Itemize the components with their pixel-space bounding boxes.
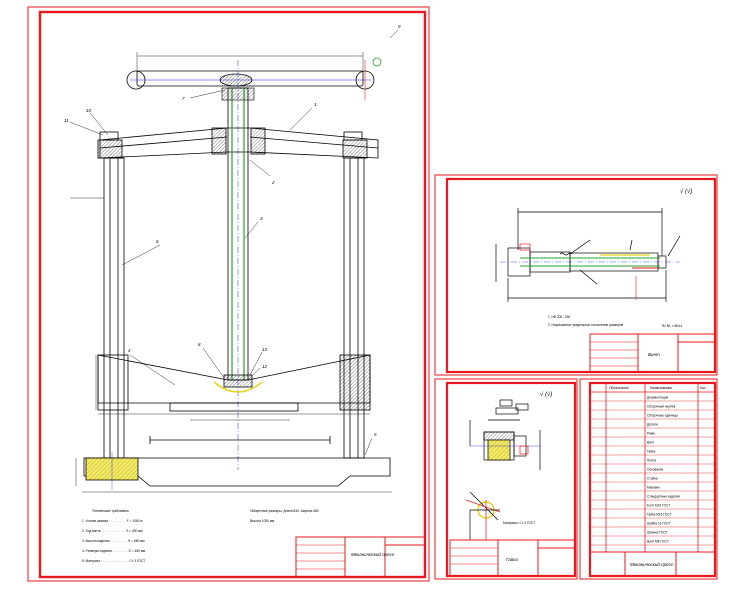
base-plate	[83, 436, 391, 490]
spec-row: Основание	[647, 468, 664, 472]
title-block-nut-text: Гайка	[506, 556, 518, 562]
callout-8: 8	[198, 342, 201, 347]
specification-grid	[590, 400, 715, 546]
spec-header-1: Наименование	[650, 386, 672, 390]
tech-note-3: 3. Высота изделия . . . . . . . . . . H …	[82, 539, 145, 543]
spec-row: Гайка М16 ГОСТ	[647, 513, 672, 517]
tech-note-2: 2. Ход винта . . . . . . . . . . . . . .…	[82, 529, 143, 533]
leader-lines	[69, 29, 399, 456]
technical-notes: Технические требования 1. Усилие зажима .…	[82, 509, 145, 563]
callout-9: 9	[398, 24, 401, 29]
callout-2: 2	[271, 180, 275, 185]
spec-row: Стандартные изделия	[647, 495, 680, 499]
spec-row: Шпонка ГОСТ	[647, 531, 668, 535]
spec-row: Рама	[647, 432, 655, 436]
spec-row: Плита	[647, 459, 656, 463]
spec-header-0: Обозначение	[609, 386, 629, 390]
nut-note: Материал: Ст 3 ГОСТ	[503, 521, 535, 525]
callout-11: 11	[64, 118, 69, 123]
callout-13: 13	[262, 347, 268, 352]
screw-notes: 1. НВ 200...230 2. Неуказанные предельные…	[548, 315, 623, 327]
spec-row: Детали	[647, 423, 658, 427]
screw-detail-drawing	[495, 208, 681, 302]
screw-detail-sheet: √ (√) 1. НВ 200...230 2. Неуказанные пред…	[434, 174, 718, 376]
callout-3: 3	[260, 216, 263, 221]
nut-detail-sheet: √ (√) Материал: Ст 3 ГОСТ Гайка	[434, 378, 578, 580]
overall-dimensions-note: Габаритные размеры: Длина 840, Ширина 48…	[250, 509, 319, 523]
callout-12: 12	[262, 364, 268, 369]
title-block-spec	[589, 551, 716, 577]
spec-row: Документация	[647, 396, 668, 400]
spec-row: Маховик	[647, 486, 660, 490]
callout-6: 6	[156, 239, 159, 244]
nut-roughness-mark: √ (√)	[540, 391, 552, 398]
handwheel-bar	[126, 57, 382, 100]
sheet-outer-frame	[27, 6, 430, 582]
moving-plate	[97, 354, 371, 412]
spec-row: Стойка	[647, 477, 658, 481]
screw-right-note: Rz 80, ∅8h14	[662, 324, 682, 328]
spec-row: Сборочные единицы	[647, 414, 678, 418]
dimension-lines	[70, 197, 392, 493]
title-block-main	[295, 536, 426, 578]
spec-row: Гайка	[647, 450, 656, 454]
screw-note-0: 1. НВ 200...230	[548, 315, 570, 319]
tech-note-0: Технические требования	[92, 509, 129, 513]
lead-screw	[221, 60, 255, 470]
title-block-screw-text: Винт	[648, 352, 660, 357]
callout-1: 1	[314, 102, 317, 107]
screw-roughness-mark: √ (√)	[680, 188, 692, 195]
spec-row: Болт М16 ГОСТ	[647, 504, 670, 508]
columns	[103, 157, 365, 459]
sheet-inner-frame	[38, 10, 427, 579]
dimension-top	[136, 52, 364, 72]
title-block-nut	[449, 539, 576, 577]
spec-row: Шайба 16 ГОСТ	[647, 522, 671, 526]
tech-note-4: 4. Размеры изделия . . . . . . . . . D =…	[82, 549, 145, 553]
title-block-spec-text: Механический пресс-	[630, 561, 675, 567]
tech-note-1: 1. Усилие зажима . . . . . . . . . . F =…	[82, 519, 144, 523]
top-crossbeam	[97, 127, 379, 159]
callout-10: 10	[86, 108, 92, 113]
callout-5: 5	[374, 432, 377, 437]
spec-header-2: Кол.	[700, 386, 706, 390]
overall-note-1: Высота 1050 мм	[250, 519, 274, 523]
spec-row: Винт	[647, 441, 655, 445]
overall-note-0: Габаритные размеры: Длина 840, Ширина 48…	[250, 509, 319, 513]
title-block-screw	[589, 333, 716, 373]
nut-detail-drawing	[465, 399, 541, 540]
specification-headers: Обозначение Наименование Кол.	[609, 386, 706, 390]
tech-note-5: 5. Материал . . . . . . . . . . . . . . …	[82, 559, 145, 563]
spec-row: Винт М8 ГОСТ	[647, 540, 669, 544]
callout-4: 4	[128, 348, 131, 353]
title-block-main-text: Механический пресс-	[351, 551, 396, 557]
callout-7: 7	[182, 96, 185, 101]
spec-row: Сборочный чертёж	[647, 405, 676, 409]
specification-sheet: Обозначение Наименование Кол. Документация…	[579, 378, 718, 580]
screw-note-1: 2. Неуказанные предельные отклонения раз…	[548, 323, 623, 327]
